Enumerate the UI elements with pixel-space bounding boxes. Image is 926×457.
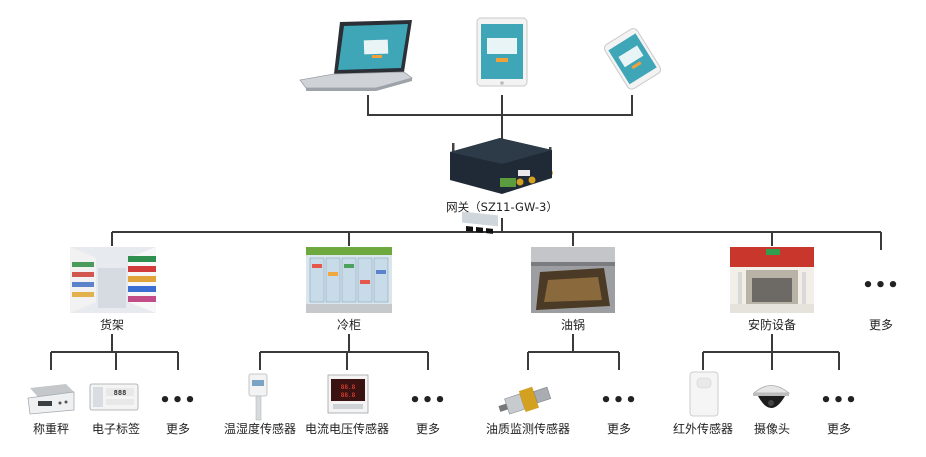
laptop-icon (299, 20, 413, 91)
leaf-label-current-voltage-sensor: 电流电压传感器 (304, 422, 390, 436)
connector-lines (50, 95, 882, 370)
more-ellipsis-shelf: ••• (159, 390, 197, 411)
security-gate-photo (730, 247, 814, 313)
category-label-more: 更多 (868, 318, 894, 332)
svg-text:88.8: 88.8 (341, 384, 356, 391)
category-label-fryer: 油锅 (560, 318, 586, 332)
shelf-photo (70, 247, 156, 313)
leaf-label-infrared-sensor: 红外传感器 (672, 422, 734, 436)
freezer-photo (306, 247, 392, 313)
electronic-label-icon: 888 (89, 383, 139, 411)
leaf-label-security-more: 更多 (826, 422, 852, 436)
leaf-label-shelf-more: 更多 (165, 422, 191, 436)
leaf-label-freezer-more: 更多 (415, 422, 441, 436)
smartphone-icon (604, 28, 662, 90)
more-ellipsis-freezer: ••• (409, 390, 447, 411)
svg-text:888: 888 (114, 389, 127, 397)
humidity-sensor-icon (248, 373, 268, 421)
leaf-label-fryer-more: 更多 (606, 422, 632, 436)
leaf-label-camera: 摄像头 (753, 422, 791, 436)
leaf-label-scale: 称重秤 (32, 422, 70, 436)
leaf-label-humidity-sensor: 温湿度传感器 (223, 422, 297, 436)
oil-sensor-icon (498, 386, 552, 415)
gateway-device-icon (450, 138, 553, 234)
tablet-icon (476, 17, 528, 87)
leaf-label-oil-quality-sensor: 油质监测传感器 (485, 422, 571, 436)
leaf-label-electronic-tag: 电子标签 (91, 422, 141, 436)
scale-icon (27, 384, 75, 415)
more-ellipsis-top: ••• (862, 275, 900, 296)
more-ellipsis-fryer: ••• (600, 390, 638, 411)
gateway-label: 网关（SZ11-GW-3） (446, 200, 558, 214)
more-ellipsis-security: ••• (820, 390, 858, 411)
category-label-shelf: 货架 (99, 318, 125, 332)
dome-camera-icon (752, 385, 791, 408)
fryer-photo (531, 247, 615, 313)
svg-text:88.8: 88.8 (341, 392, 356, 399)
category-label-security: 安防设备 (747, 318, 797, 332)
infrared-sensor-icon (689, 371, 719, 417)
power-meter-icon: 88.8 88.8 (327, 374, 369, 414)
category-label-freezer: 冷柜 (336, 318, 362, 332)
